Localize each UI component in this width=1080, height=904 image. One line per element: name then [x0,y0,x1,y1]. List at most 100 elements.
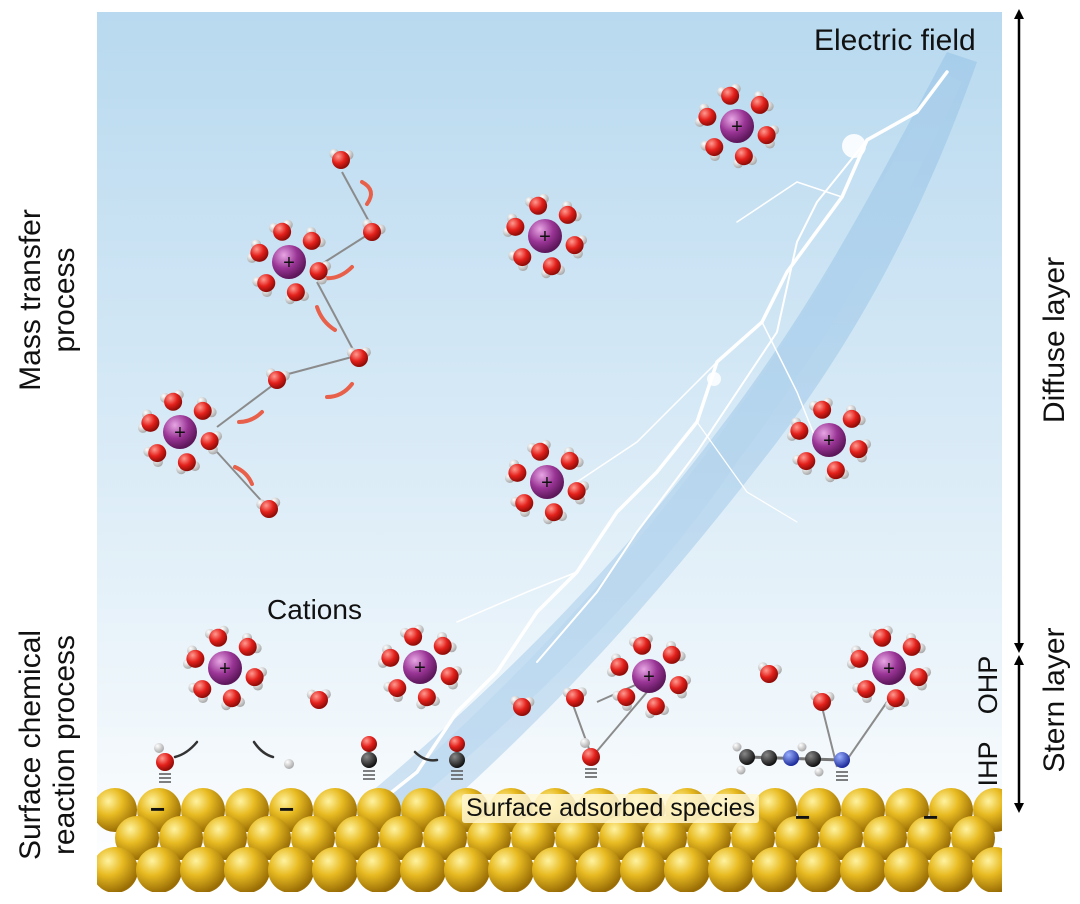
cation-plus-sign: + [883,658,895,680]
gold-atom [115,816,159,860]
cation-sphere [272,245,306,279]
water-molecule [193,396,217,420]
gold-atom [312,847,358,892]
cation-sphere [720,109,754,143]
gold-atom [335,816,379,860]
surface-reaction-line2: reaction process [48,634,81,856]
water-molecule [306,689,331,709]
surface-reaction-process-label: Surface chemical reaction process [14,630,82,860]
water-molecule [309,261,332,285]
cation-plus-sign: + [174,422,186,444]
hydrated-cation: + [694,83,780,169]
hydrated-cation: + [786,397,872,483]
negative-charge-4: − [923,802,939,832]
water-molecule [182,645,205,669]
cation-plus-sign: + [414,657,426,679]
cation-sphere [632,659,666,693]
water-molecule [502,213,525,237]
cation-plus-sign: + [541,472,553,494]
gold-atom [291,816,335,860]
water-molecule [750,90,774,114]
gold-atom [224,847,270,892]
gold-atom [400,847,446,892]
gold-atom [708,847,754,892]
double-layer-scene: ++++++++++ Surface adsorbed species Cati… [97,12,1002,892]
mass-transfer-line1: Mass transfer [14,209,47,391]
cation-plus-sign: + [219,658,231,680]
gold-atom [819,816,863,860]
water-molecule [825,461,849,483]
water-molecule [757,125,780,149]
cation-sphere [872,651,906,685]
layer-arrows [1014,8,1024,813]
water-molecule [733,147,757,169]
scene-artwork: + + + + + + + + + + [97,52,1002,892]
gold-atom [840,847,886,892]
adsorbed-oh [580,738,600,778]
cation-sphere [528,219,562,253]
gold-atom [423,816,467,860]
gold-atom [555,816,599,860]
water-molecule [440,666,463,690]
water-molecule [786,417,809,441]
water-molecule [205,625,229,647]
adsorbed-co [449,736,465,780]
water-molecule [717,83,741,105]
gold-atom [532,847,578,892]
lightning-bolts [365,70,949,814]
cation-sphere [208,651,242,685]
water-molecule [252,274,276,298]
hydrated-cation: + [504,439,590,525]
gold-atom [379,816,423,860]
water-molecule [302,226,326,250]
mass-transfer-line2: process [48,247,81,353]
diffuse-layer-label: Diffuse layer [1038,256,1071,424]
water-molecule [246,239,269,263]
gold-atom [488,847,534,892]
gold-atom [664,847,710,892]
adsorbed-oh [154,743,174,783]
gold-atom [136,847,182,892]
water-molecule [629,633,653,655]
water-molecule [346,347,371,367]
cation-sphere [812,423,846,457]
gold-atom [775,816,819,860]
gold-atom [928,847,974,892]
hydrated-cation: + [137,389,223,475]
water-molecule [869,625,893,647]
gold-atom [907,816,951,860]
water-molecule [543,503,567,525]
gold-atom [884,847,930,892]
negative-charge-2: − [279,794,295,824]
surface-reaction-line1: Surface chemical [14,629,47,861]
water-molecule [221,689,245,711]
water-molecule [160,389,184,411]
water-molecule [269,219,293,241]
cation-plus-sign: + [823,430,835,452]
water-molecule [849,439,872,463]
water-molecule [846,645,869,669]
hydrated-cation: + [606,633,692,719]
water-molecule [606,653,629,677]
gold-atom [643,816,687,860]
cation-sphere [403,650,437,684]
surface-adsorbed-species-label: Surface adsorbed species [462,794,760,823]
water-molecule [137,409,160,433]
negative-charge-3: − [795,802,811,832]
hydrated-cation: + [246,219,332,305]
gold-atom [576,847,622,892]
cation-sphere [530,465,564,499]
hydrated-cation: + [377,624,463,710]
gold-atom [687,816,731,860]
gold-atom [599,816,643,860]
water-molecule [188,680,212,704]
water-molecule [809,397,833,419]
water-molecule [256,497,281,518]
hydrated-cation: + [502,193,588,279]
water-molecule [758,662,782,683]
water-molecule [669,675,692,699]
water-molecule [842,404,866,428]
gold-atom [180,847,226,892]
adsorbed-h [284,759,294,769]
hydrated-cation: + [846,625,932,711]
